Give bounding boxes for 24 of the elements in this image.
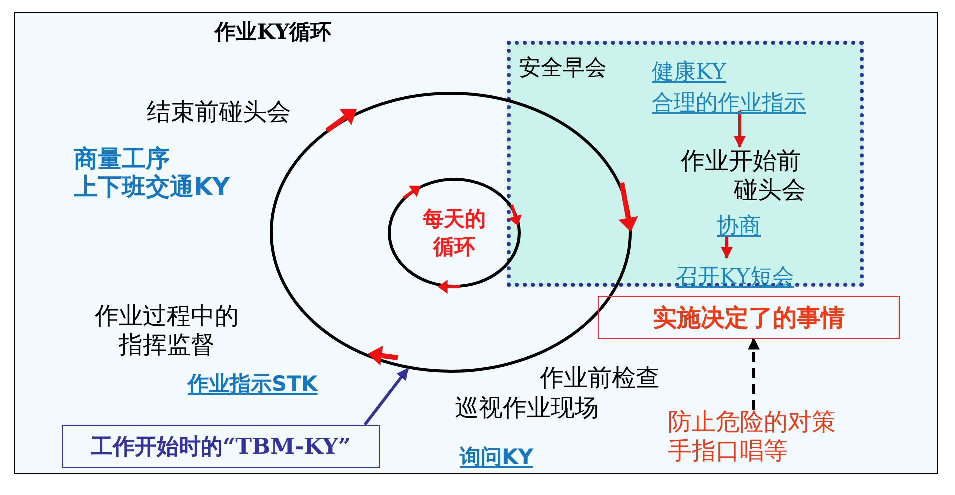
topic-text: 上下班交通KY [74, 172, 230, 203]
diagram-title: 作业KY循环 [215, 18, 332, 46]
text-label: 防止危险的对策手指口唱等 [668, 408, 850, 468]
text-label: 结束前碰头会 [147, 97, 291, 128]
arrow [734, 111, 746, 148]
text-label: 作业前检查 [540, 363, 660, 394]
arrow [721, 237, 733, 260]
link: 询问KY [460, 444, 534, 471]
topic-text: 商量工序 [74, 144, 170, 174]
text-label: 巡视作业现场 [455, 393, 599, 424]
link: 健康KY [652, 59, 726, 87]
text-label: 作业开始前碰头会 [681, 147, 806, 205]
arrow [748, 338, 760, 410]
callout-box: 工作开始时的“TBM-KY” [62, 425, 380, 468]
text-label: 作业过程中的指挥监督 [94, 302, 240, 360]
arrow [364, 368, 410, 426]
link: 合理的作业指示 [652, 90, 806, 118]
link: 作业指示STK [188, 371, 318, 398]
highlight-box: 实施决定了的事情 [598, 296, 900, 339]
frame-heading: 安全早会 [519, 55, 607, 83]
link: 协商 [717, 211, 773, 241]
dotted-frame [507, 41, 864, 287]
cycle-label: 每天的循环 [422, 206, 487, 261]
link: 召开KY短会 [676, 262, 802, 292]
